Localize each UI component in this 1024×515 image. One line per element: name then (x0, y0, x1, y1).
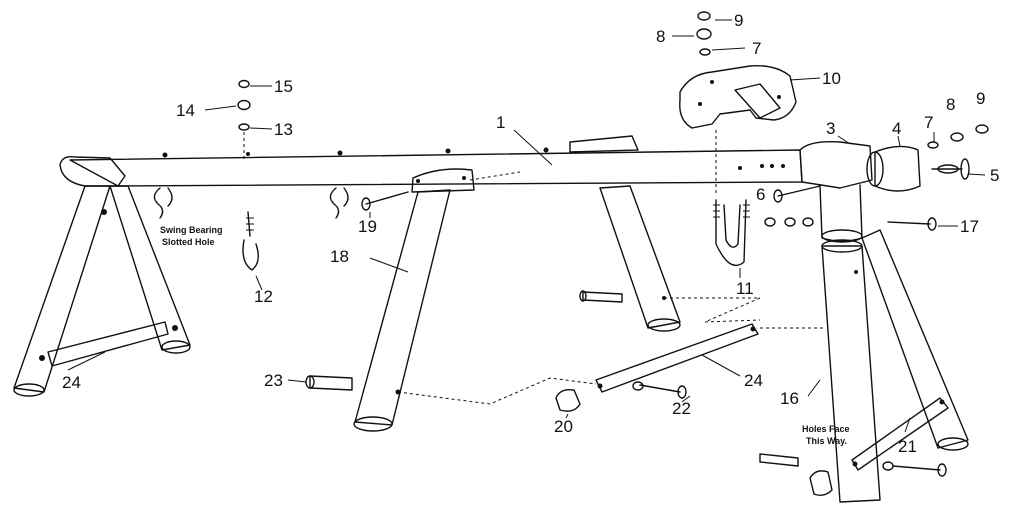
swing-hanger (679, 65, 797, 129)
swing-hooks (153, 187, 349, 271)
note-slotted-hole: Slotted Hole (162, 237, 215, 247)
label-15: 15 (274, 77, 293, 96)
bolts-and-pins (305, 171, 947, 497)
label-6: 6 (756, 185, 765, 204)
label-3: 3 (826, 119, 835, 138)
label-1: 1 (496, 113, 505, 132)
label-20: 20 (554, 417, 573, 436)
label-22: 22 (672, 399, 691, 418)
note-holes-face: Holes Face (802, 424, 850, 434)
label-16: 16 (780, 389, 799, 408)
label-7-right: 7 (924, 113, 933, 132)
label-24-right: 24 (744, 371, 763, 390)
label-11: 11 (736, 279, 754, 298)
brace-24 (595, 323, 825, 393)
bolt-5 (931, 158, 970, 180)
label-8-top: 8 (656, 27, 665, 46)
end-cap (866, 145, 921, 192)
label-4: 4 (892, 119, 901, 138)
corner-fitting (799, 140, 873, 243)
label-8-right: 8 (946, 95, 955, 114)
left-legs (13, 185, 191, 397)
middle-legs (353, 168, 681, 432)
label-7-top: 7 (752, 39, 761, 58)
top-rail (59, 135, 803, 187)
note-this-way: This Way. (806, 436, 847, 446)
note-swing-bearing: Swing Bearing (160, 225, 223, 235)
right-legs (821, 229, 969, 503)
label-13: 13 (274, 120, 293, 139)
part-numbers: 9 8 7 10 15 14 13 1 3 4 7 8 9 5 6 17 19 … (62, 11, 999, 456)
annotations: Swing Bearing Slotted Hole Holes Face Th… (160, 225, 850, 446)
hanger-hardware (237, 11, 989, 160)
leader-lines (67, 19, 986, 433)
label-21: 21 (898, 437, 917, 456)
label-18: 18 (330, 247, 349, 266)
label-9-right: 9 (976, 89, 985, 108)
label-5: 5 (990, 166, 999, 185)
label-12: 12 (254, 287, 273, 306)
label-10: 10 (822, 69, 841, 88)
label-17: 17 (960, 217, 979, 236)
label-19: 19 (358, 217, 377, 236)
label-24-left: 24 (62, 373, 81, 392)
label-9-top: 9 (734, 11, 743, 30)
label-23: 23 (264, 371, 283, 390)
u-bolt (713, 130, 750, 267)
label-14: 14 (176, 101, 195, 120)
